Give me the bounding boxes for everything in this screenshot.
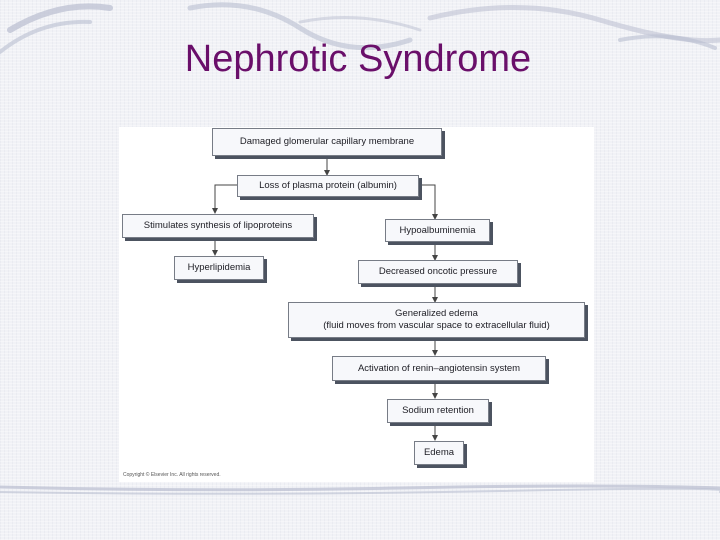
node-loss-of-plasma-protein: Loss of plasma protein (albumin) — [237, 175, 419, 197]
generalized-edema-line2: (fluid moves from vascular space to extr… — [323, 320, 550, 331]
copyright-notice: Copyright © Elsevier Inc. All rights res… — [123, 472, 221, 478]
node-hypoalbuminemia: Hypoalbuminemia — [385, 219, 490, 242]
nephrotic-flowchart: Damaged glomerular capillary membrane Lo… — [119, 127, 594, 482]
node-renin-angiotensin: Activation of renin–angiotensin system — [332, 356, 546, 381]
node-sodium-retention: Sodium retention — [387, 399, 489, 423]
node-edema: Edema — [414, 441, 464, 465]
arrow-loss-to-stimulates — [212, 184, 237, 214]
node-hyperlipidemia: Hyperlipidemia — [174, 256, 264, 280]
flowchart-connectors — [212, 157, 438, 441]
node-damaged-membrane: Damaged glomerular capillary membrane — [212, 128, 442, 156]
slide-title: Nephrotic Syndrome — [184, 38, 532, 80]
node-generalized-edema: Generalized edema (fluid moves from vasc… — [288, 302, 585, 338]
node-decreased-oncotic-pressure: Decreased oncotic pressure — [358, 260, 518, 284]
generalized-edema-line1: Generalized edema — [395, 308, 478, 319]
arrow-loss-to-hypoalbuminemia — [417, 184, 438, 220]
node-stimulates-lipoproteins: Stimulates synthesis of lipoproteins — [122, 214, 314, 238]
